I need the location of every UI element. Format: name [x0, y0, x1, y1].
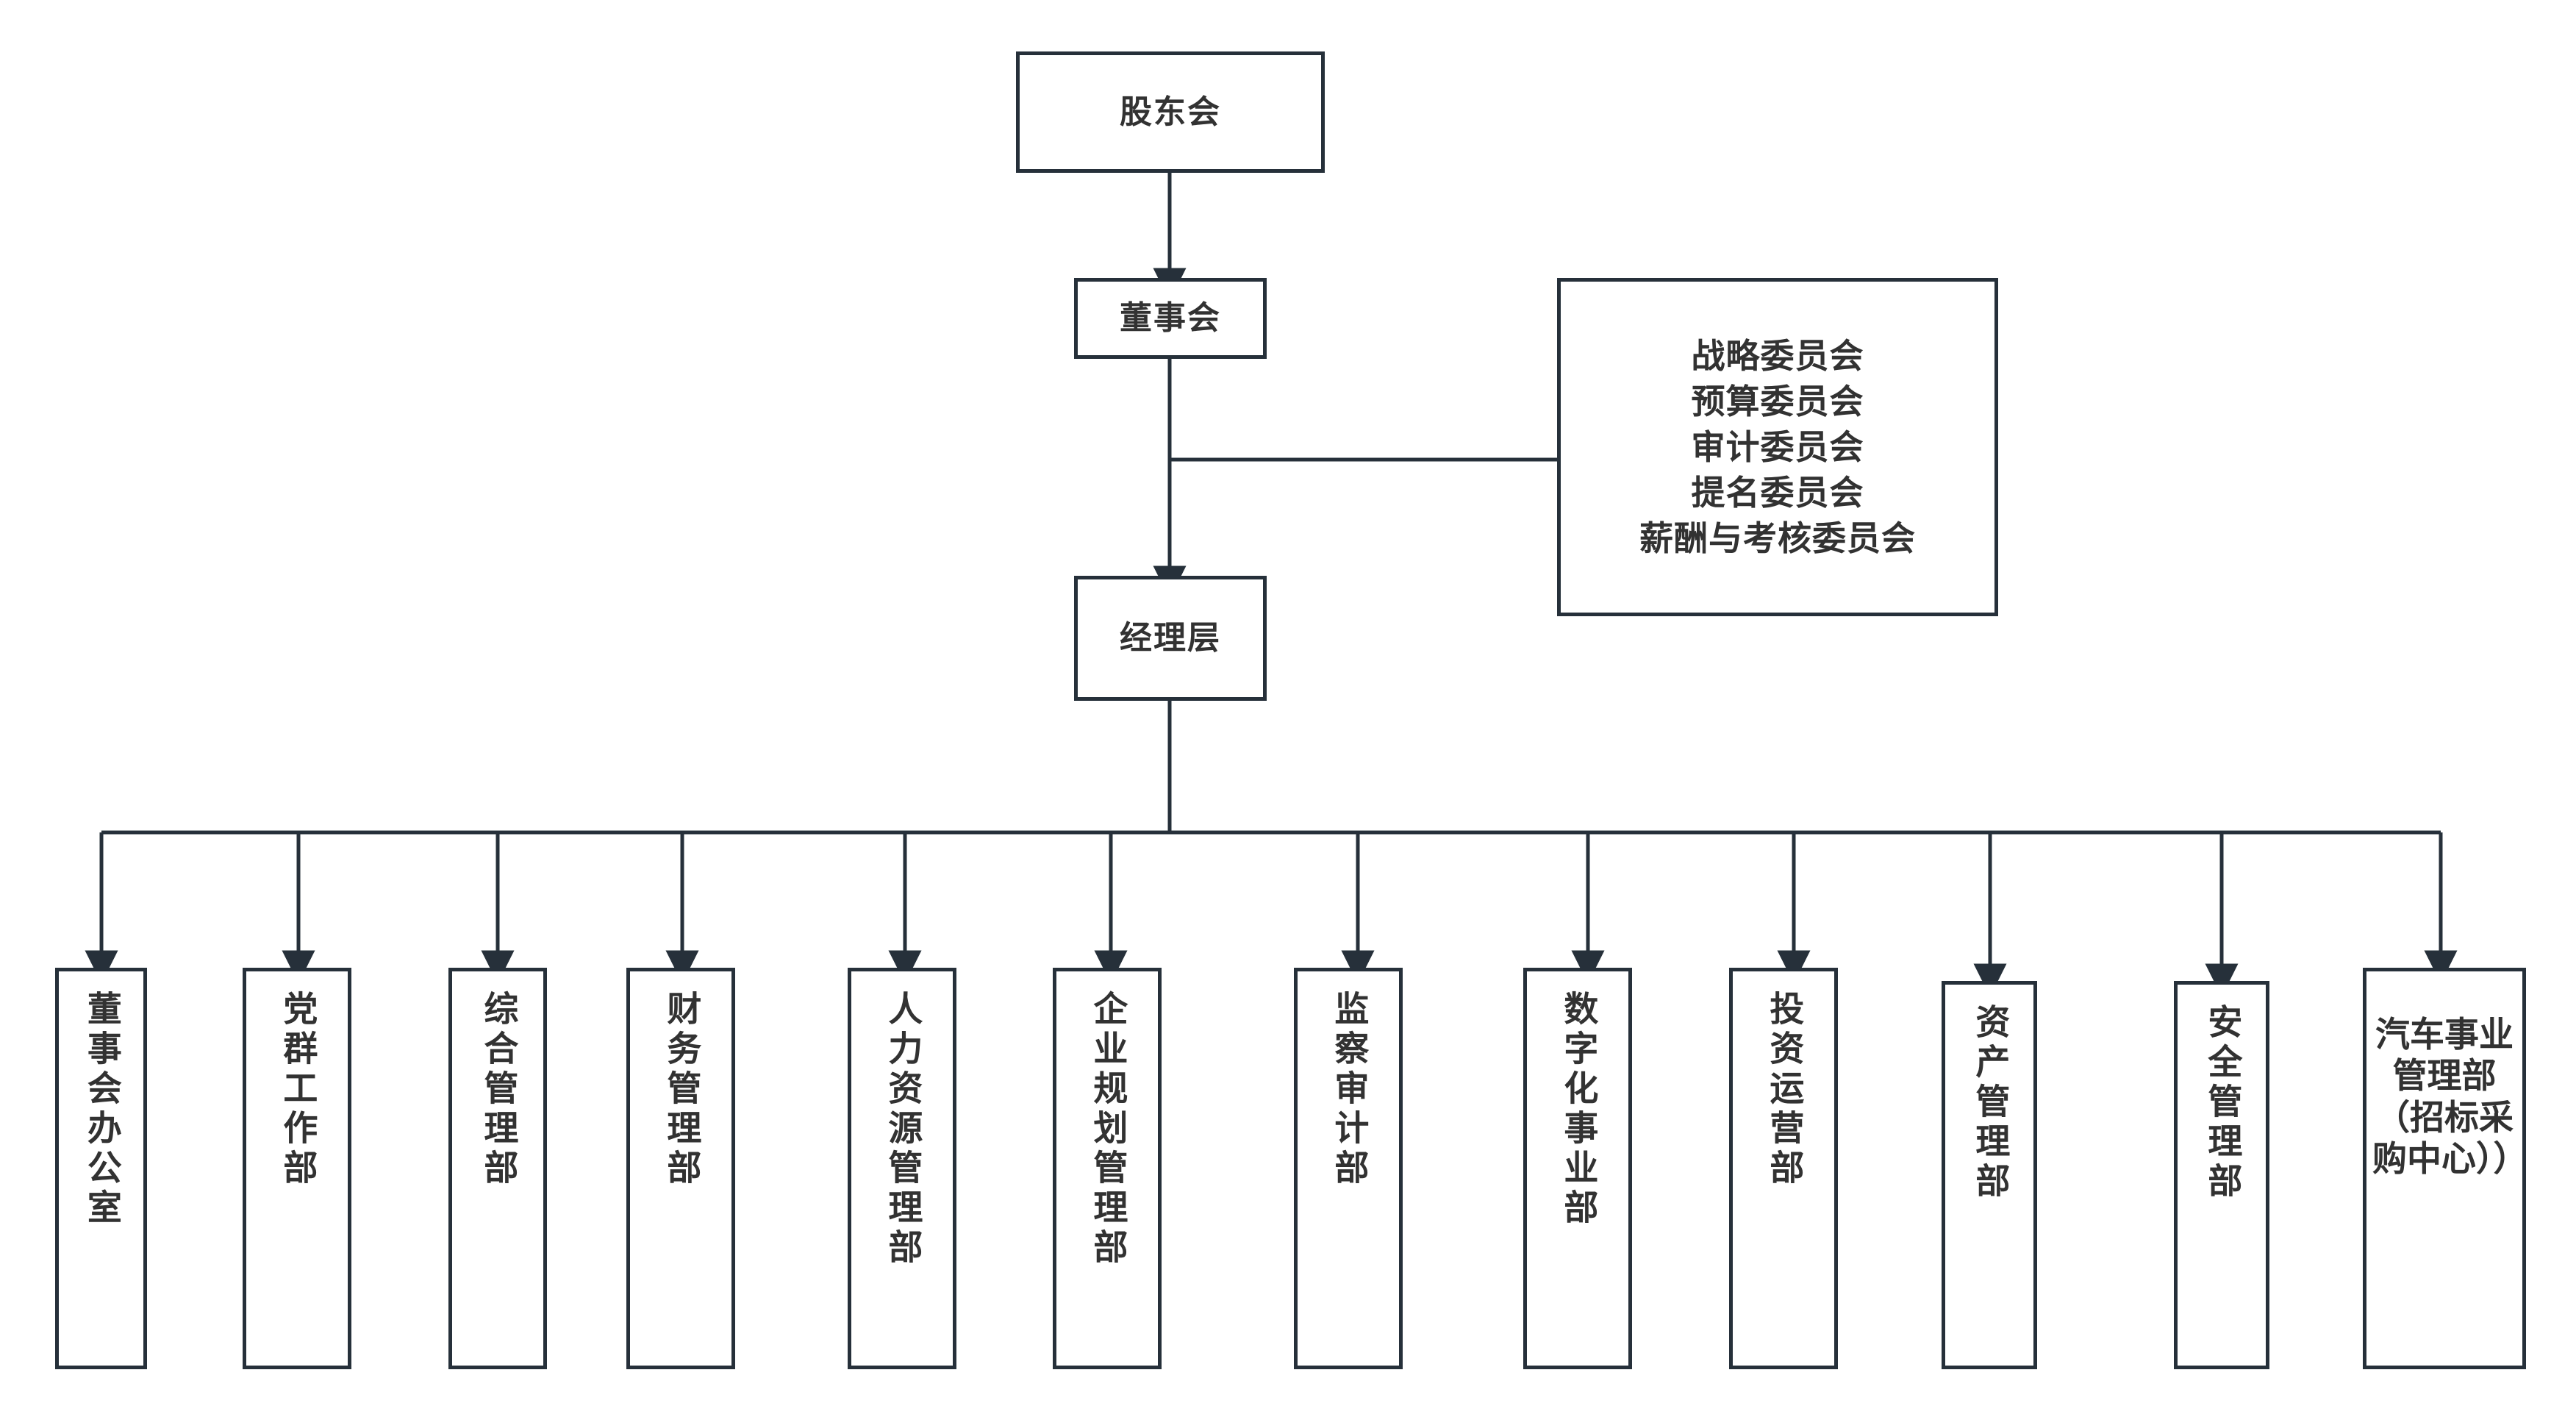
dept-box-supervision-audit[interactable]: 监察审计部 — [1294, 968, 1403, 1369]
committee-item-remuneration-and-assessment: 薪酬与考核委员会 — [1639, 519, 1916, 558]
dept-box-finance-management[interactable]: 财务管理部 — [626, 968, 735, 1369]
dept-box-investment-operation[interactable]: 投资运营部 — [1729, 968, 1838, 1369]
node-committees-panel[interactable]: 战略委员会 预算委员会 审计委员会 提名委员会 薪酬与考核委员会 — [1557, 278, 1998, 616]
dept-box-board-office[interactable]: 董事会办公室 — [55, 968, 147, 1369]
node-shareholders-meeting[interactable]: 股东会 — [1016, 51, 1325, 173]
dept-box-enterprise-planning-management[interactable]: 企业规划管理部 — [1053, 968, 1162, 1369]
dept-box-general-management[interactable]: 综合管理部 — [448, 968, 547, 1369]
committee-item-nomination: 提名委员会 — [1691, 474, 1864, 513]
dept-box-safety-management[interactable]: 安全管理部 — [2174, 981, 2269, 1369]
node-management-level[interactable]: 经理层 — [1074, 576, 1267, 701]
dept-box-digital-business[interactable]: 数字化事业部 — [1523, 968, 1632, 1369]
dept-box-human-resources-management[interactable]: 人力资源管理部 — [848, 968, 956, 1369]
dept-box-party-affairs[interactable]: 党群工作部 — [243, 968, 351, 1369]
committee-item-audit: 审计委员会 — [1691, 427, 1864, 466]
dept-box-automotive-business-management[interactable]: 汽车事业管理部（招标采购中心）） — [2363, 968, 2528, 1369]
committee-item-strategy: 战略委员会 — [1691, 336, 1864, 375]
committee-item-budget: 预算委员会 — [1691, 382, 1864, 421]
dept-box-asset-management[interactable]: 资产管理部 — [1942, 981, 2037, 1369]
node-board-of-directors[interactable]: 董事会 — [1074, 278, 1267, 359]
